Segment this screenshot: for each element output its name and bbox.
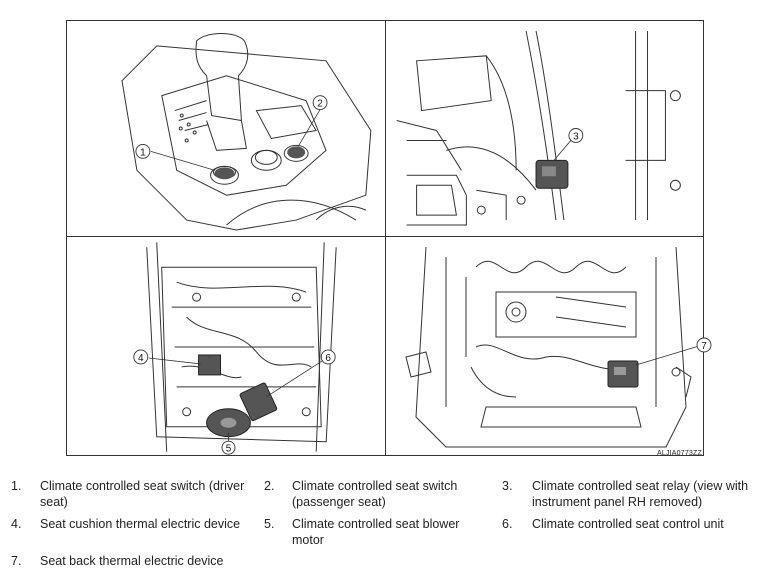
- svg-text:7: 7: [701, 341, 707, 352]
- legend-number: 5.: [264, 517, 275, 531]
- legend-number: 7.: [11, 554, 22, 568]
- legend-text: Climate controlled seat relay (view with…: [532, 479, 749, 509]
- seat-relay-drawing: 3: [396, 30, 681, 226]
- panel-seat-cushion-underside: 4 5 6: [67, 237, 386, 455]
- panel-center-console: 1 2: [67, 21, 386, 237]
- legend-text: Seat cushion thermal electric device: [40, 517, 241, 531]
- legend-text: Seat back thermal electric device: [40, 554, 224, 568]
- svg-text:1: 1: [140, 147, 146, 158]
- legend-number: 2.: [264, 479, 275, 493]
- callout-6: 6: [320, 349, 336, 365]
- callout-4: 4: [133, 349, 149, 365]
- callout-7: 7: [696, 337, 712, 353]
- figure-code: ALJIA0773ZZ: [657, 450, 702, 457]
- legend-number: 4.: [11, 517, 22, 531]
- callout-1: 1: [135, 143, 151, 159]
- panel-seat-back-rear: 7: [386, 237, 712, 455]
- legend-text: Climate controlled seat blower motor: [292, 517, 460, 547]
- svg-text:5: 5: [226, 444, 232, 455]
- legend-text: Climate controlled seat control unit: [532, 517, 724, 531]
- panel-seat-relay: 3: [386, 21, 703, 237]
- callout-2: 2: [312, 95, 328, 111]
- legend-number: 3.: [502, 479, 513, 493]
- callout-5: 5: [221, 440, 236, 455]
- center-console-drawing: 1 2: [121, 32, 372, 231]
- legend-number: 1.: [11, 479, 22, 493]
- svg-text:3: 3: [573, 131, 579, 142]
- seat-back-drawing: 7: [405, 246, 712, 448]
- legend-number: 6.: [502, 517, 513, 531]
- legend-text: Climate controlled seat switch (driver s…: [40, 479, 245, 509]
- legend-text: Climate controlled seat switch (passenge…: [292, 479, 458, 509]
- svg-text:4: 4: [138, 353, 144, 364]
- seat-cushion-drawing: 4 5 6: [133, 242, 337, 455]
- component-location-figure: 1 2: [66, 20, 712, 456]
- callout-3: 3: [568, 128, 584, 143]
- svg-text:2: 2: [317, 99, 323, 110]
- svg-text:6: 6: [325, 353, 331, 364]
